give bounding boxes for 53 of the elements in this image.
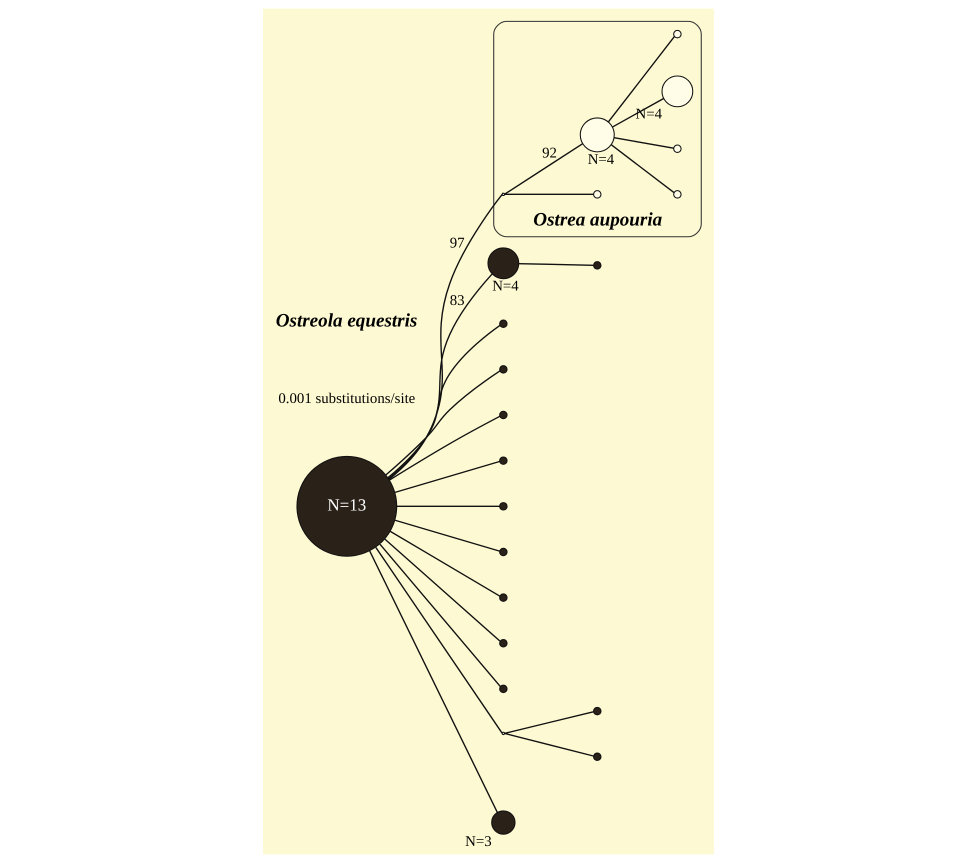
connector <box>504 194 593 196</box>
edge-label: 92 <box>542 145 556 162</box>
edge-label: 97 <box>449 236 464 252</box>
node-point <box>501 732 505 736</box>
node-circle <box>498 502 508 511</box>
connector <box>396 506 500 507</box>
node-circle <box>672 190 682 199</box>
node-circle <box>486 247 519 280</box>
node-circle <box>592 190 602 199</box>
node-circle <box>592 706 602 716</box>
label: 0.001 substitutions/site <box>278 391 415 408</box>
connector <box>612 98 664 128</box>
node-point <box>501 192 505 196</box>
connector <box>387 324 500 478</box>
node-circle <box>498 410 508 420</box>
connector <box>504 711 593 734</box>
node-circle <box>498 320 508 328</box>
node-circle <box>498 593 508 602</box>
connector <box>378 544 500 687</box>
node-circle <box>660 75 693 108</box>
connector <box>388 416 500 481</box>
node-circle <box>498 456 508 465</box>
label: Ostreola equestris <box>275 310 417 332</box>
connector <box>518 262 593 266</box>
node-label: N=4 <box>587 152 614 168</box>
node-label: N=3 <box>464 834 492 850</box>
node-circle: N=13 <box>296 456 397 557</box>
connector <box>384 538 500 642</box>
connector <box>385 370 500 476</box>
node-circle <box>498 638 508 648</box>
connector <box>610 144 674 194</box>
connector <box>613 137 674 149</box>
node-label: N=4 <box>492 278 518 295</box>
connector <box>504 143 583 195</box>
connector <box>388 194 502 480</box>
connector <box>394 460 500 494</box>
connector <box>394 520 500 552</box>
edge-label: 83 <box>449 292 464 309</box>
node-circle <box>672 144 682 153</box>
connector <box>607 36 674 122</box>
connector <box>388 274 492 480</box>
connector <box>368 550 498 813</box>
node-circle <box>490 810 516 835</box>
connector <box>504 732 593 757</box>
connector <box>389 530 500 597</box>
node-circle <box>498 684 508 694</box>
node-circle <box>498 365 508 374</box>
node-circle <box>592 752 602 761</box>
node-circle <box>592 261 602 270</box>
node-circle <box>579 117 614 152</box>
connector <box>374 547 502 734</box>
node-circle <box>672 30 682 38</box>
node-circle <box>498 548 508 556</box>
